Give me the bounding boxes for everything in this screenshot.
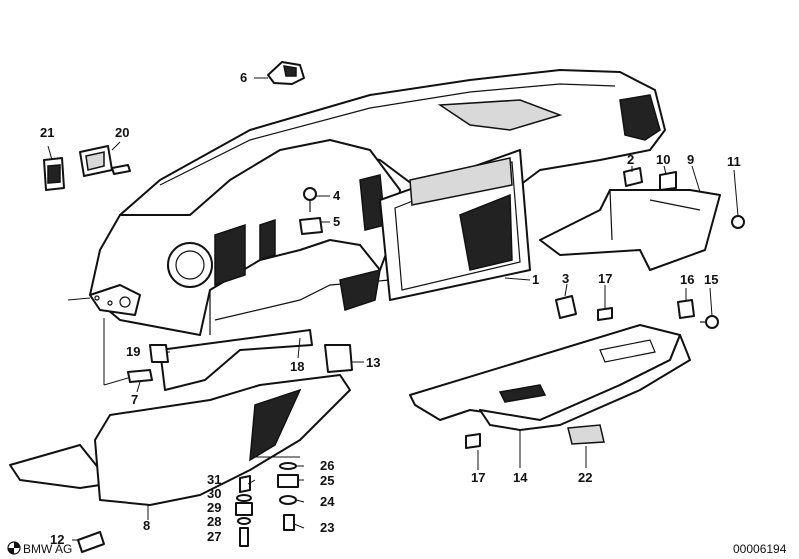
callout-28: 28 bbox=[207, 514, 221, 529]
part-6-clip bbox=[267, 61, 305, 85]
callout-17-upper: 17 bbox=[598, 271, 612, 286]
callout-30: 30 bbox=[207, 486, 221, 501]
callout-17-lower: 17 bbox=[471, 470, 485, 485]
bmw-logo-quarters bbox=[8, 542, 20, 554]
lower-trim-8 bbox=[9, 374, 351, 506]
callout-7: 7 bbox=[131, 392, 138, 407]
callout-27: 27 bbox=[207, 529, 221, 544]
diagram-id: 00006194 bbox=[733, 542, 787, 556]
left-lower-parts bbox=[127, 329, 353, 391]
fastener-stack bbox=[77, 462, 299, 553]
callout-5: 5 bbox=[333, 214, 340, 229]
callout-20: 20 bbox=[115, 125, 129, 140]
callout-25: 25 bbox=[320, 473, 334, 488]
callout-3: 3 bbox=[562, 271, 569, 286]
dashboard-main bbox=[89, 69, 666, 336]
callout-4: 4 bbox=[333, 188, 341, 203]
callout-1: 1 bbox=[532, 272, 539, 287]
callout-6: 6 bbox=[240, 70, 247, 85]
callout-24: 24 bbox=[320, 494, 335, 509]
callout-15: 15 bbox=[704, 272, 718, 287]
callout-8: 8 bbox=[143, 518, 150, 533]
callout-14: 14 bbox=[513, 470, 528, 485]
callout-10: 10 bbox=[656, 152, 670, 167]
callout-labels: 1 2 3 4 5 6 7 8 9 10 11 12 13 14 15 16 1… bbox=[40, 70, 741, 547]
footer: BMW AG 00006194 bbox=[7, 541, 787, 556]
parts-20-21 bbox=[43, 145, 131, 191]
callout-12: 12 bbox=[50, 532, 64, 547]
glovebox-bracket-9 bbox=[539, 167, 745, 271]
glovebox-14 bbox=[409, 324, 691, 431]
part-17-screw-lower bbox=[465, 433, 481, 449]
callout-13: 13 bbox=[366, 355, 380, 370]
callout-9: 9 bbox=[687, 152, 694, 167]
callout-26: 26 bbox=[320, 458, 334, 473]
callout-22: 22 bbox=[578, 470, 592, 485]
callout-21: 21 bbox=[40, 125, 54, 140]
callout-2: 2 bbox=[627, 152, 634, 167]
leader-lines bbox=[47, 77, 739, 541]
small-fasteners-right bbox=[555, 295, 719, 329]
callout-18: 18 bbox=[290, 359, 304, 374]
callout-29: 29 bbox=[207, 500, 221, 515]
callout-19: 19 bbox=[126, 344, 140, 359]
callout-11: 11 bbox=[727, 154, 741, 169]
callout-31: 31 bbox=[207, 472, 221, 487]
part-22-pad bbox=[567, 424, 605, 445]
parts-4-5 bbox=[299, 187, 323, 235]
bmw-ag-text: BMW AG bbox=[23, 542, 72, 556]
callout-16: 16 bbox=[680, 272, 694, 287]
callout-23: 23 bbox=[320, 520, 334, 535]
